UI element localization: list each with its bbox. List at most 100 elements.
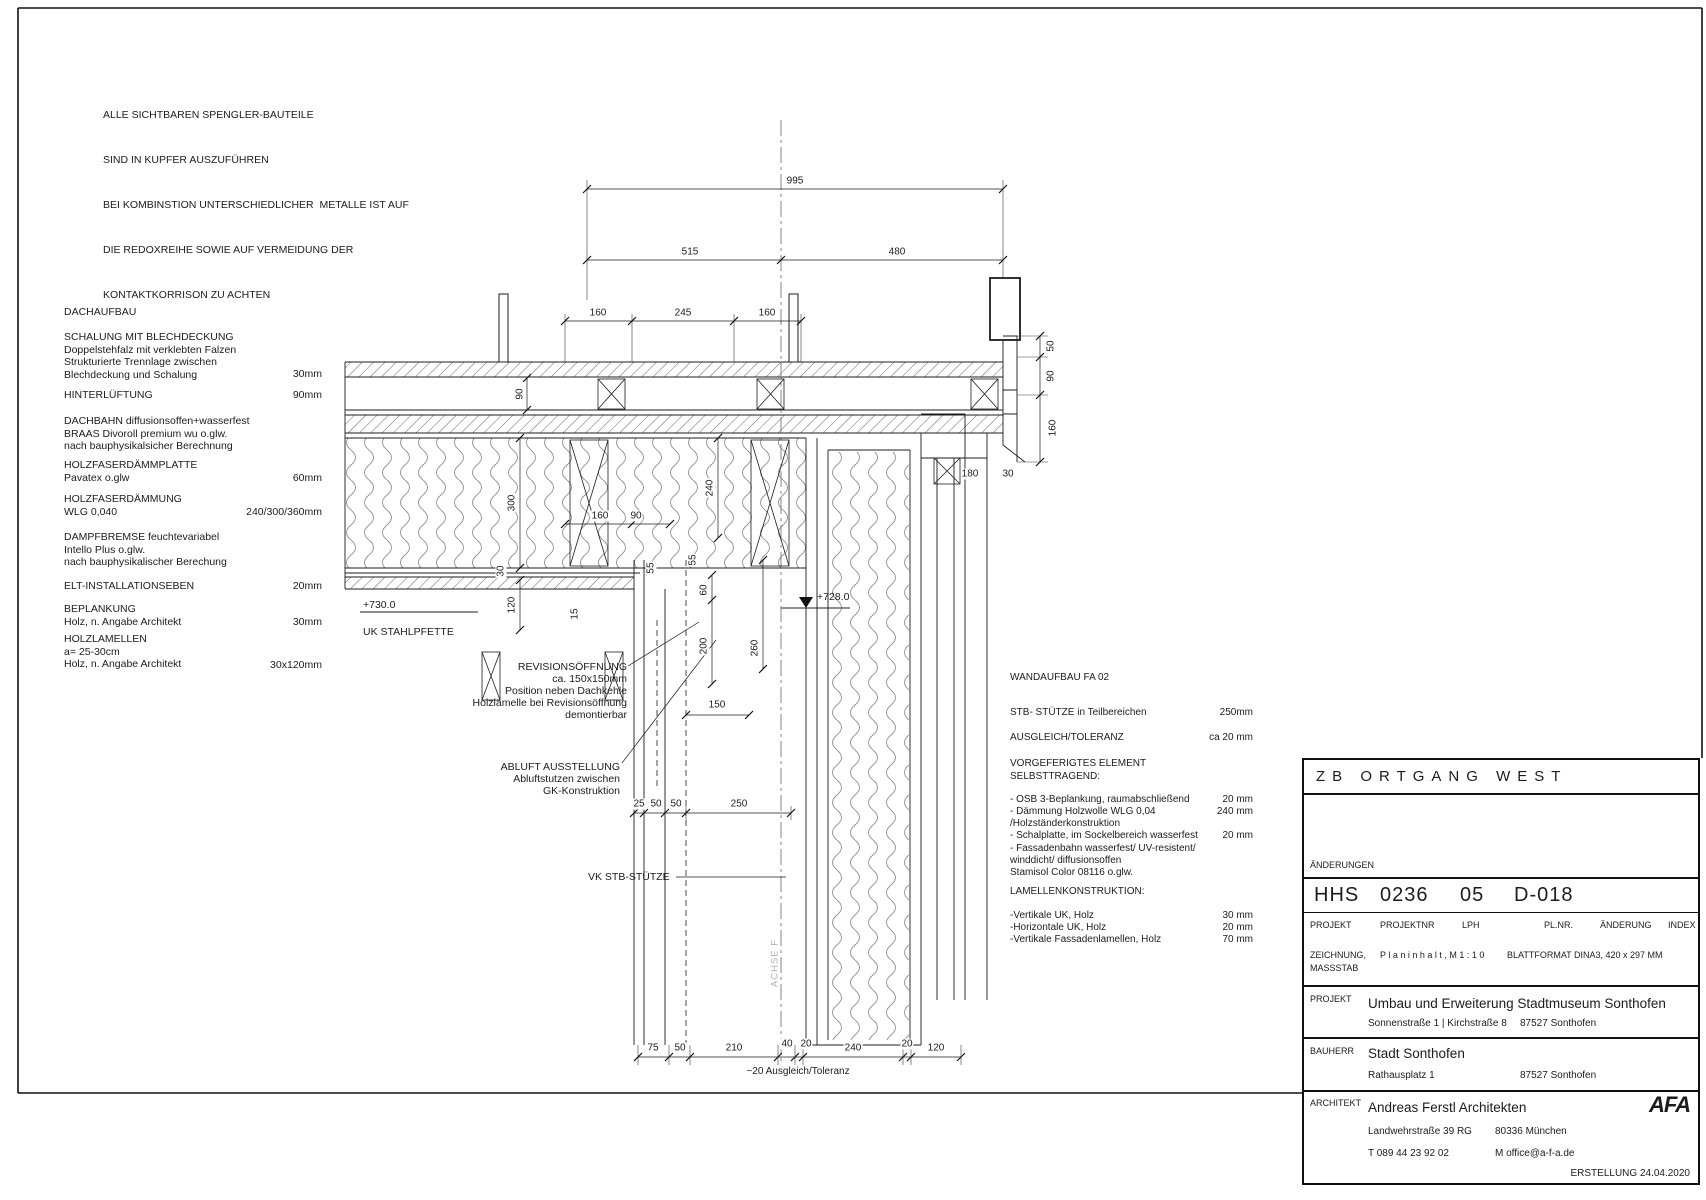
general-notes: ALLE SICHTBAREN SPENGLER-BAUTEILE SIND I… bbox=[103, 78, 409, 333]
note-line: SIND IN KUPFER AUSZUFÜHREN bbox=[103, 154, 269, 166]
dimension-label: 160 bbox=[588, 307, 608, 319]
dimension-label: 160 bbox=[590, 510, 610, 522]
dimension-label: 30 bbox=[1001, 468, 1015, 480]
creation-date: ERSTELLUNG 24.04.2020 bbox=[1570, 1168, 1690, 1179]
level-annotation-730: +730.0 bbox=[363, 599, 396, 611]
dimension-label: 300 bbox=[506, 493, 518, 513]
dimension-label: 240 bbox=[704, 478, 716, 498]
dimension-label: 160 bbox=[757, 307, 777, 319]
material-item: DAMPFBREMSE feuchtevariabel Intello Plus… bbox=[64, 531, 227, 568]
legend-title: WANDAUFBAU FA 02 bbox=[1010, 672, 1110, 683]
dimension-label: 15 bbox=[569, 607, 581, 621]
dimension-label: 515 bbox=[680, 246, 700, 258]
material-item: BEPLANKUNG Holz, n. Angabe Architekt 30m… bbox=[64, 603, 322, 628]
dimension-label: 210 bbox=[724, 1042, 744, 1054]
dimension-ticks bbox=[515, 184, 1045, 1062]
sheet-border bbox=[17, 7, 1703, 1094]
architect-name: Andreas Ferstl Architekten bbox=[1368, 1100, 1527, 1115]
material-item: HINTERLÜFTUNG 90mm bbox=[64, 389, 322, 401]
thickness-value: 20 mm bbox=[1222, 922, 1253, 933]
abluft-annotation: ABLUFT AUSSTELLUNG Abluftstutzen zwische… bbox=[500, 761, 620, 797]
dimension-label: 150 bbox=[707, 699, 727, 711]
sheet-title: ZB ORTGANG WEST bbox=[1316, 768, 1568, 785]
extension-lines bbox=[564, 180, 1048, 1065]
dimension-label: 40 bbox=[780, 1038, 794, 1050]
dimension-label: 20 bbox=[900, 1038, 914, 1050]
dimension-label: 480 bbox=[887, 246, 907, 258]
sheet-format: BLATTFORMAT DINA3, 420 x 297 MM bbox=[1507, 950, 1663, 960]
thickness-value: 250mm bbox=[1219, 707, 1253, 718]
dimension-label: 120 bbox=[506, 595, 518, 615]
client-name: Stadt Sonthofen bbox=[1368, 1046, 1465, 1061]
leader-lines bbox=[621, 621, 786, 878]
uk-stahlpfette-label: UK STAHLPFETTE bbox=[363, 626, 454, 638]
plan-content: P l a n i n h a l t , M 1 : 1 0 bbox=[1380, 950, 1485, 960]
axis-label: ACHSE F bbox=[769, 938, 781, 988]
wood-sections bbox=[481, 378, 999, 701]
tolerance-note: ~20 Ausgleich/Toleranz bbox=[746, 1066, 850, 1077]
thickness-value: 240/300/360mm bbox=[246, 506, 322, 518]
material-item: ELT-INSTALLATIONSEBEN 20mm bbox=[64, 580, 322, 592]
dimension-label: 160 bbox=[1047, 418, 1059, 438]
dimension-label: 90 bbox=[1045, 369, 1057, 383]
dashed-lines bbox=[656, 560, 687, 1045]
legend-row: -Vertikale Fassadenlamellen, Holz 70 mm bbox=[1010, 934, 1253, 945]
dimension-label: 50 bbox=[649, 798, 663, 810]
planking-hatch bbox=[345, 577, 634, 589]
legend-title: DACHAUFBAU bbox=[64, 306, 137, 318]
note-line: BEI KOMBINSTION UNTERSCHIEDLICHER METALL… bbox=[103, 199, 409, 211]
thickness-value: 90mm bbox=[292, 389, 322, 401]
fiberboard-hatch bbox=[345, 415, 1003, 433]
wall-insulation-hatch bbox=[829, 452, 909, 1040]
title-block: ZB ORTGANG WEST ÄNDERUNGEN HHS 0236 05 D… bbox=[1302, 758, 1700, 1185]
material-item: DACHBAHN diffusionsoffen+wasserfest BRAA… bbox=[64, 415, 250, 452]
code-projektnr: 0236 bbox=[1380, 884, 1429, 906]
thickness-value: 20mm bbox=[292, 580, 322, 592]
dimension-label: 55 bbox=[687, 553, 699, 567]
roof-insulation-hatch bbox=[345, 438, 806, 568]
note-line: ALLE SICHTBAREN SPENGLER-BAUTEILE bbox=[103, 109, 314, 121]
revisions-label: ÄNDERUNGEN bbox=[1310, 860, 1375, 870]
dimension-label: 260 bbox=[749, 638, 761, 658]
dimension-label: 20 bbox=[799, 1038, 813, 1050]
code-lph: 05 bbox=[1460, 884, 1485, 906]
thickness-value: 70 mm bbox=[1222, 934, 1253, 945]
code-projekt: HHS bbox=[1314, 884, 1360, 906]
legend-row: - OSB 3-Beplankung, raumabschließend 20 … bbox=[1010, 794, 1253, 805]
legend-row: STB- STÜTZE in Teilbereichen 250mm bbox=[1010, 707, 1253, 718]
legend-row: -Vertikale UK, Holz 30 mm bbox=[1010, 910, 1253, 921]
legend-row: AUSGLEICH/TOLERANZ ca 20 mm bbox=[1010, 732, 1253, 743]
dimension-label: 90 bbox=[514, 387, 526, 401]
thickness-value: ca 20 mm bbox=[1209, 732, 1253, 743]
roof-battens bbox=[498, 277, 1021, 363]
dimension-label: 90 bbox=[629, 510, 643, 522]
dimension-label: 55 bbox=[645, 561, 657, 575]
dimension-label: 30 bbox=[495, 564, 507, 578]
dimension-label: 250 bbox=[729, 798, 749, 810]
legend-row: - Dämmung Holzwolle WLG 0,04 240 mm bbox=[1010, 806, 1253, 817]
thickness-value: 20 mm bbox=[1222, 830, 1253, 841]
legend-row: -Horizontale UK, Holz 20 mm bbox=[1010, 922, 1253, 933]
note-line: DIE REDOXREIHE SOWIE AUF VERMEIDUNG DER bbox=[103, 244, 354, 256]
thickness-value: 60mm bbox=[292, 472, 322, 484]
project-name: Umbau und Erweiterung Stadtmuseum Sontho… bbox=[1368, 996, 1666, 1011]
dimension-label: 60 bbox=[698, 583, 710, 597]
dimension-label: 120 bbox=[926, 1042, 946, 1054]
dimension-label: 995 bbox=[785, 175, 805, 187]
thickness-value: 30mm bbox=[292, 368, 322, 380]
afa-logo: AFA bbox=[1649, 1092, 1691, 1117]
dimension-label: 200 bbox=[698, 636, 710, 656]
level-marker-728 bbox=[799, 597, 813, 608]
thickness-value: 30mm bbox=[292, 616, 322, 628]
material-item: HOLZFASERDÄMMUNG WLG 0,040 240/300/360mm bbox=[64, 493, 322, 518]
dimension-label: 240 bbox=[843, 1042, 863, 1054]
dimension-label: 245 bbox=[673, 307, 693, 319]
note-line: KONTAKTKORRISON ZU ACHTEN bbox=[103, 289, 271, 301]
material-item: HOLZLAMELLEN a= 25-30cm Holz, n. Angabe … bbox=[64, 633, 322, 671]
revision-annotation: REVISIONSÖFFNUNG ca. 150x150mm Position … bbox=[472, 661, 627, 721]
legend-subtitle: LAMELLENKONSTRUKTION: bbox=[1010, 886, 1145, 897]
dimension-lines bbox=[519, 188, 1041, 1058]
vk-stuetze-label: VK STB-STÜTZE bbox=[588, 871, 670, 883]
